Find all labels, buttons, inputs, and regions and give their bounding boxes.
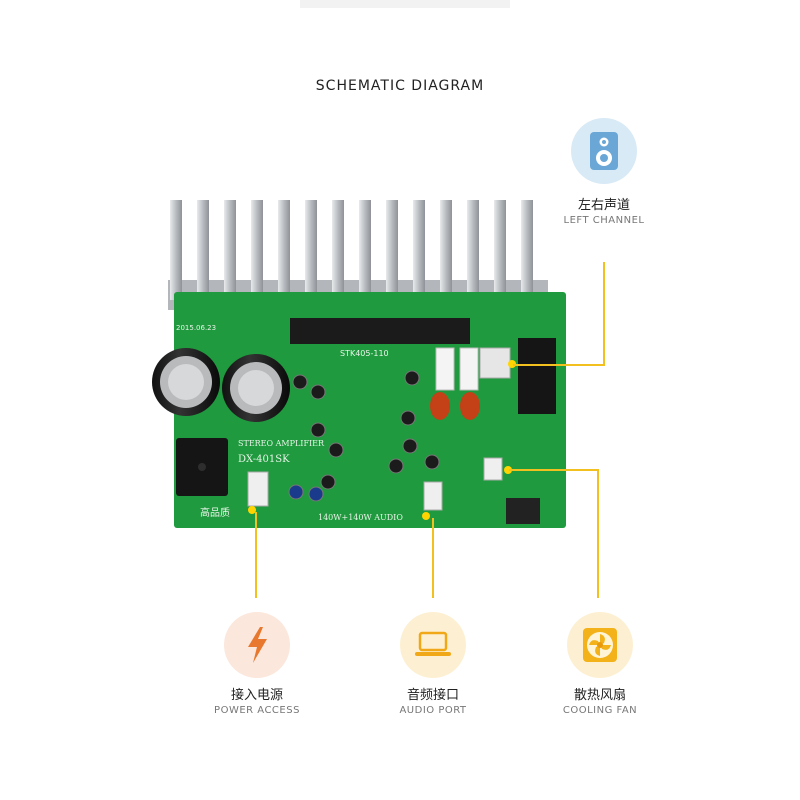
lightning-icon bbox=[248, 627, 267, 663]
stereo-label: STEREO AMPLIFIER bbox=[238, 439, 325, 448]
small-capacitor bbox=[402, 438, 418, 454]
heatsink-fin bbox=[170, 200, 182, 300]
heatsink-fin bbox=[305, 200, 317, 300]
callout-line-fan-h bbox=[509, 469, 597, 471]
coil-2 bbox=[460, 392, 480, 420]
heatsink-fin bbox=[521, 200, 533, 300]
left-channel-cn: 左右声道 bbox=[577, 198, 630, 213]
brand-label: 高品质 bbox=[200, 506, 230, 519]
small-capacitors bbox=[288, 370, 440, 502]
cooling-fan-cn: 散热风扇 bbox=[573, 688, 626, 703]
cooling-fan-icon-circle bbox=[567, 612, 633, 678]
fan-icon bbox=[583, 628, 617, 662]
heatsink-fin bbox=[413, 200, 425, 300]
fan-connector bbox=[483, 457, 503, 481]
audio-port-cn: 音频接口 bbox=[406, 688, 459, 703]
heatsink-fin bbox=[197, 200, 209, 300]
audio-connector bbox=[423, 481, 443, 511]
callout-line-fan-v bbox=[597, 469, 599, 598]
power-access-cn: 接入电源 bbox=[230, 688, 283, 703]
small-capacitor bbox=[310, 422, 326, 438]
top-strip bbox=[300, 0, 510, 8]
model-label: DX-401SK bbox=[238, 454, 290, 465]
small-capacitor bbox=[308, 486, 324, 502]
heatsink-fin bbox=[467, 200, 479, 300]
small-capacitor bbox=[328, 442, 344, 458]
laptop-icon bbox=[415, 631, 451, 656]
audio-port-icon-circle bbox=[400, 612, 466, 678]
power-rating-label: 140W+140W AUDIO bbox=[318, 513, 403, 522]
heatsink-fin bbox=[332, 200, 344, 300]
page-title: SCHEMATIC DIAGRAM bbox=[315, 78, 485, 94]
heatsink-fin bbox=[440, 200, 452, 300]
power-access-icon-circle bbox=[224, 612, 290, 678]
small-capacitor bbox=[292, 374, 308, 390]
callout-line-channel-h bbox=[513, 364, 603, 366]
heatsink-fin bbox=[224, 200, 236, 300]
heatsink-fin bbox=[251, 200, 263, 300]
callout-line-audio bbox=[432, 518, 434, 598]
cement-resistor-1 bbox=[435, 347, 455, 391]
capacitor-left bbox=[152, 348, 220, 416]
power-connector bbox=[247, 471, 269, 507]
small-capacitor bbox=[388, 458, 404, 474]
ic-label: STK405-110 bbox=[340, 349, 389, 358]
small-capacitor bbox=[404, 370, 420, 386]
heatsink-fin bbox=[494, 200, 506, 300]
audio-port-en: AUDIO PORT bbox=[399, 705, 467, 716]
speaker-connector bbox=[479, 347, 511, 379]
cooling-fan-en: COOLING FAN bbox=[562, 705, 638, 716]
left-channel-icon-circle bbox=[571, 118, 637, 184]
speaker-icon bbox=[590, 132, 618, 170]
cement-resistor-2 bbox=[459, 347, 479, 391]
regulator bbox=[506, 498, 540, 524]
callout-line-channel-v bbox=[603, 262, 605, 366]
heatsink-fin bbox=[359, 200, 371, 300]
capacitor-right bbox=[222, 354, 290, 422]
heatsink-fin bbox=[278, 200, 290, 300]
small-capacitor bbox=[400, 410, 416, 426]
power-ic bbox=[290, 318, 470, 344]
small-capacitor bbox=[310, 384, 326, 400]
coil-1 bbox=[430, 392, 450, 420]
relay bbox=[518, 338, 556, 414]
power-access-en: POWER ACCESS bbox=[214, 705, 300, 716]
heatsink-fin bbox=[386, 200, 398, 300]
left-channel-en: LEFT CHANNEL bbox=[563, 215, 645, 226]
small-capacitor bbox=[424, 454, 440, 470]
small-capacitor bbox=[288, 484, 304, 500]
date-label: 2015.06.23 bbox=[176, 324, 216, 332]
callout-line-power bbox=[255, 512, 257, 598]
small-capacitor bbox=[320, 474, 336, 490]
